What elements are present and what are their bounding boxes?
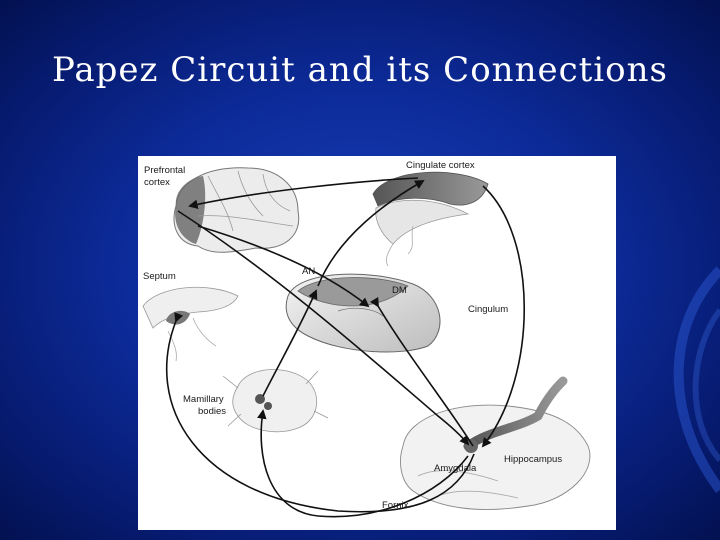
- thalamus-illustration: [285, 273, 441, 353]
- label-cingulate-cortex: Cingulate cortex: [406, 160, 475, 171]
- label-septum: Septum: [143, 271, 176, 282]
- label-amygdala: Amygdala: [434, 463, 477, 474]
- cingulate-cortex-illustration: [372, 171, 489, 267]
- label-dm: DM: [392, 285, 407, 296]
- brain-lateral-illustration: [173, 167, 300, 253]
- label-prefrontal-cortex-2: cortex: [144, 177, 170, 188]
- label-cingulum: Cingulum: [468, 304, 508, 315]
- label-hippocampus: Hippocampus: [504, 454, 562, 465]
- decorative-swoosh: [673, 266, 720, 493]
- papez-circuit-figure: Prefrontal cortex Cingulate cortex Septu…: [138, 156, 616, 530]
- temporal-lobe-illustration: [400, 376, 591, 510]
- label-mamillary-bodies-1: Mamillary: [183, 394, 224, 405]
- label-mamillary-bodies-2: bodies: [198, 406, 226, 417]
- pathway-arrows: [166, 177, 526, 518]
- septum-illustration: [142, 286, 239, 362]
- mamillary-bodies-illustration: [222, 369, 329, 433]
- label-fornix: Fornix: [382, 500, 409, 511]
- label-an: AN: [302, 266, 315, 277]
- label-prefrontal-cortex-1: Prefrontal: [144, 165, 185, 176]
- papez-circuit-diagram: Prefrontal cortex Cingulate cortex Septu…: [142, 160, 591, 518]
- slide-title: Papez Circuit and its Connections: [52, 50, 668, 90]
